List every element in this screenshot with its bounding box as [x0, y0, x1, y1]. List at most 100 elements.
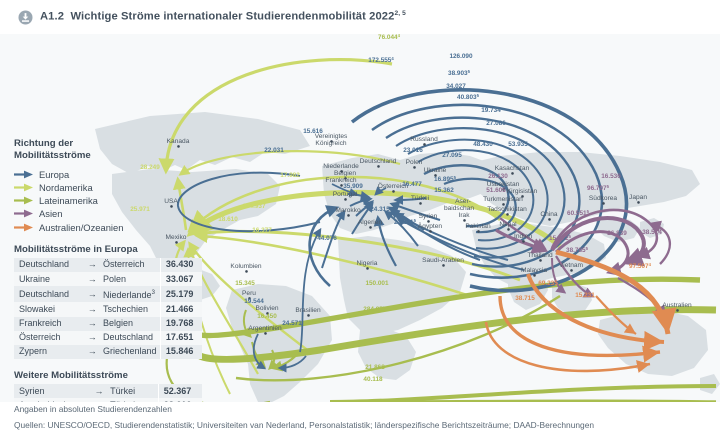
map-flow-value: 16.477: [402, 181, 422, 188]
footer-note: Angaben in absoluten Studierendenzahlen: [14, 404, 172, 414]
map-city-dot: [330, 140, 333, 143]
map-country-label: Frankreich: [325, 177, 356, 184]
footnote-marker: 5: [454, 175, 457, 180]
flow-origin: Slowakei: [19, 303, 56, 314]
map-city-dot: [502, 203, 505, 206]
map-country-label: Marokko: [335, 207, 361, 214]
map-city-dot: [511, 172, 514, 175]
map-city-dot: [502, 188, 505, 191]
map-country-label: Irak: [459, 212, 471, 219]
legend-item-label: Europa: [39, 168, 70, 180]
flow-destination: Österreich: [103, 259, 145, 270]
map-country-label: Indien: [514, 233, 532, 240]
flow-arrow-icon: →: [94, 385, 104, 396]
legend-arrow-icon: [14, 210, 33, 218]
map-city-dot: [533, 274, 536, 277]
flow-origin: Ukraine: [19, 273, 51, 284]
footnote-marker: 5: [477, 93, 480, 98]
map-country-label: Argentinien: [248, 325, 282, 332]
map-flow-value: 22.031: [264, 147, 284, 154]
map-flow-value: 17.982: [280, 172, 300, 179]
map-country-label: Belgien: [334, 170, 356, 177]
flow-value: 15.846: [159, 344, 202, 360]
legend-arrow-icon: [14, 223, 33, 232]
map-flow-value: 16.536: [601, 173, 621, 180]
flow-destination: Belgien: [103, 318, 134, 329]
map-flow-value: 19.734: [481, 107, 501, 114]
map-flow-value: 23.016: [403, 147, 423, 154]
map-flow-value: 26.130: [488, 173, 508, 180]
map-city-dot: [570, 269, 573, 272]
map-country-label: Algerien: [358, 219, 383, 226]
flow-value: 33.067: [159, 271, 202, 287]
map-flow-value: 15.345: [235, 280, 255, 287]
map-country-label: Österreich: [378, 182, 409, 190]
map-flow-value: 48.430: [473, 141, 493, 148]
map-city-dot: [369, 226, 372, 229]
flow-destination: Griechenland: [103, 346, 157, 357]
map-flow-value: 38.7855: [566, 246, 589, 254]
map-city-dot: [434, 174, 437, 177]
flow-arrow-icon: →: [87, 346, 97, 357]
flow-destination: Niederlande3: [103, 289, 155, 300]
map-country-label: Bolivien: [255, 305, 278, 312]
legend-item-nordamerika: Nordamerika: [14, 181, 222, 194]
map-country-label: Kolumbien: [230, 263, 261, 270]
map-city-dot: [442, 264, 445, 267]
map-country-label: Polen: [406, 159, 423, 166]
legend-item-australien-ozeanien: Australien/Ozeanien: [14, 221, 222, 234]
map-country-label: Nepal: [499, 221, 517, 228]
map-flow-value: 60.5515: [567, 209, 590, 217]
page-title: A1.2 Wichtige Ströme internationaler Stu…: [40, 10, 406, 23]
map-city-dot: [413, 166, 416, 169]
map-flow-value: 40.118: [363, 376, 383, 383]
flow-destination: Deutschland: [103, 332, 154, 343]
map-city-dot: [377, 165, 380, 168]
map-country-label: Australien: [662, 302, 692, 309]
legend-item-asien: Asien: [14, 207, 222, 220]
map-flow-value: 15.231: [575, 292, 595, 299]
map-flow-value: 25.971: [130, 206, 150, 213]
flow-arrow-icon: →: [87, 332, 97, 343]
map-city-dot: [366, 267, 369, 270]
flow-value: 36.430: [159, 257, 202, 272]
map-country-label: Peru: [242, 290, 256, 297]
map-flow-value: 284.8574: [363, 305, 389, 313]
flow-arrow-icon: →: [87, 303, 97, 314]
footnote-marker: 5: [414, 218, 417, 223]
europe-table-heading: Mobilitätsströme in Europa: [14, 243, 138, 255]
flow-origin: Syrien: [19, 385, 45, 396]
legend-arrow-icon: [14, 170, 33, 179]
map-country-label: Pakistan: [465, 223, 491, 230]
flow-arrow-icon: →: [87, 318, 97, 329]
footnote-marker: 4: [391, 56, 394, 61]
map-country-label: Tadschikistan: [487, 206, 527, 213]
map-flow-value: 38.9035: [448, 69, 471, 77]
flow-destination: Polen: [103, 273, 127, 284]
map-country-label: Usbekistan: [487, 181, 520, 188]
map-country-label: Königreich: [315, 140, 346, 147]
map-city-dot: [521, 195, 524, 198]
download-circle-icon[interactable]: [18, 10, 33, 25]
map-city-dot: [177, 145, 180, 148]
map-flow-value: 15.616: [303, 128, 323, 135]
map-flow-value: 16.377: [252, 227, 272, 234]
map-city-dot: [347, 214, 350, 217]
footer-sources: Quellen: UNESCO/OECD, Studierendenstatis…: [14, 420, 595, 430]
map-flow-value: 23.2615: [394, 218, 417, 226]
map-flow-value: 18.610: [218, 216, 238, 223]
map-city-dot: [637, 201, 640, 204]
map-country-label: Vietnam: [559, 262, 584, 269]
map-country-label: Ukraine: [424, 167, 447, 174]
figure-number: A1.2: [40, 10, 65, 23]
map-flow-value: 40.8035: [457, 93, 480, 101]
map-city-dot: [429, 230, 432, 233]
map-country-label: USA: [164, 198, 178, 205]
flow-value: 52.367: [157, 384, 202, 399]
